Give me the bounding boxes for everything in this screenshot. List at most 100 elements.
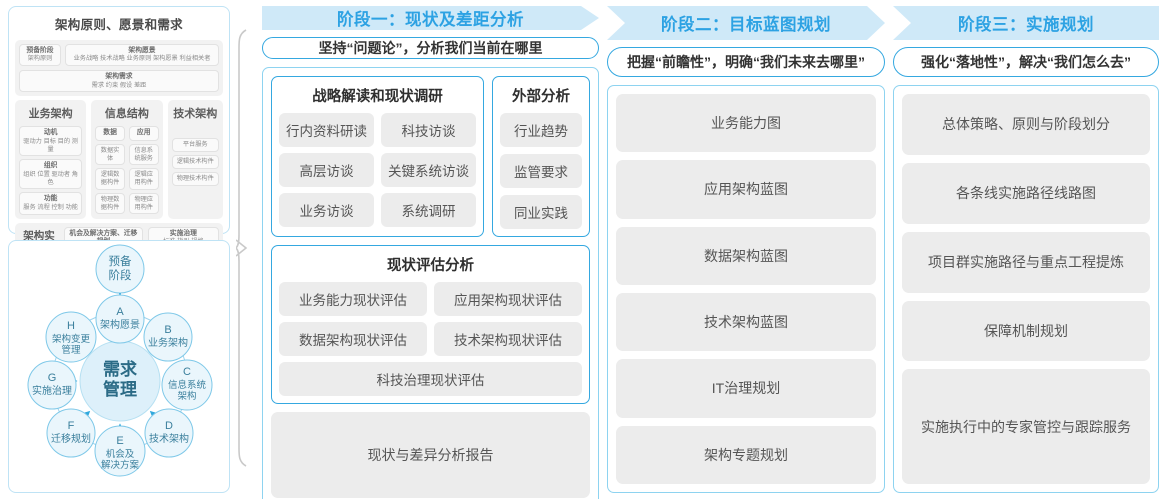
assessment-row-0: 业务能力现状评估 应用架构现状评估 — [279, 282, 582, 316]
strategy-row-2: 业务访谈 系统调研 — [279, 193, 476, 227]
svg-text:架构变更: 架构变更 — [52, 333, 91, 345]
adm-cycle-svg: 需求 管理 预备 阶段 — [27, 244, 213, 477]
phase-2-item-4[interactable]: IT治理规划 — [616, 359, 876, 418]
svg-text:A: A — [116, 306, 124, 318]
phase-2-item-0[interactable]: 业务能力图 — [616, 94, 876, 153]
chip-strategy-1-1[interactable]: 关键系统访谈 — [381, 153, 476, 187]
phase-3-item-1[interactable]: 各条线实施路径线路图 — [902, 162, 1150, 224]
information-col-data: 数据 数据实体 逻辑数据构件 物理数据构件 — [95, 126, 125, 215]
external-rows: 行业趋势 监管要求 同业实践 — [500, 113, 582, 229]
phase-3-item-3[interactable]: 保障机制规划 — [902, 300, 1150, 362]
phase-3: 阶段三：实施规划 强化“落地性”，解决“我们怎么去” 总体策略、原则与阶段划分 … — [893, 6, 1159, 493]
tech-item-2: 物理技术构件 — [171, 171, 219, 186]
togaf-pillars: 业务架构 动机 驱动力 目标 目的 测量 组织 组织 位置 驱动者 角色 功能 … — [15, 100, 223, 219]
chip-strategy-1-0[interactable]: 高层访谈 — [279, 153, 374, 187]
phase-2-item-2[interactable]: 数据架构蓝图 — [616, 226, 876, 285]
chip-strategy-0-1[interactable]: 科技访谈 — [381, 113, 476, 147]
chip-assessment-2-0[interactable]: 科技治理现状评估 — [279, 362, 582, 396]
phase-2-banner-label: 阶段二：目标蓝图规划 — [661, 16, 831, 34]
phase-3-stack: 总体策略、原则与阶段划分 各条线实施路径线路图 项目群实施路径与重点工程提炼 保… — [902, 94, 1150, 485]
chip-external-2[interactable]: 同业实践 — [500, 195, 582, 229]
phase-2-item-3[interactable]: 技术架构蓝图 — [616, 292, 876, 352]
phase-2-subtitle: 把握“前瞻性”，明确“我们未来去哪里” — [607, 47, 885, 77]
application-item-1: 逻辑应用构件 — [128, 168, 159, 190]
data-heading: 数据 — [103, 129, 117, 137]
chip-assessment-1-0[interactable]: 数据架构现状评估 — [279, 322, 427, 356]
svg-text:迁移规划: 迁移规划 — [51, 432, 91, 445]
tech-item-1: 逻辑技术构件 — [171, 155, 219, 169]
svg-text:预备: 预备 — [109, 254, 132, 268]
information-subcolumns: 数据 数据实体 逻辑数据构件 物理数据构件 应用 信息系统服务 逻辑应用构件 — [95, 126, 159, 215]
chip-strategy-2-1[interactable]: 系统调研 — [381, 193, 476, 227]
application-heading-box: 应用 — [128, 126, 159, 141]
chip-assessment-1-1[interactable]: 技术架构现状评估 — [434, 322, 582, 356]
phase-3-item-0[interactable]: 总体策略、原则与阶段划分 — [902, 94, 1150, 155]
group-assessment-title: 现状评估分析 — [387, 258, 474, 274]
adm-node-a — [95, 294, 145, 344]
svg-text:E: E — [116, 435, 123, 447]
adm-node-d — [144, 408, 194, 458]
phase-1-report-chip[interactable]: 现状与差异分析报告 — [271, 412, 590, 498]
phase-1-body: 战略解读和现状调研 行内资料研读 科技访谈 高层访谈 关键系统访谈 业务访谈 系… — [262, 67, 599, 499]
chip-strategy-2-0[interactable]: 业务访谈 — [279, 193, 374, 227]
svg-text:解决方案: 解决方案 — [101, 459, 140, 471]
phase-1-top-split: 战略解读和现状调研 行内资料研读 科技访谈 高层访谈 关键系统访谈 业务访谈 系… — [271, 76, 590, 237]
group-external-title: 外部分析 — [512, 89, 570, 105]
organization-heading: 组织 — [43, 162, 58, 170]
data-item-1: 逻辑数据构件 — [95, 168, 125, 190]
svg-text:实施治理: 实施治理 — [32, 384, 72, 397]
adm-cycle-card: 需求 管理 预备 阶段 — [8, 240, 230, 493]
pillar-technology-architecture: 技术架构 平台服务 逻辑技术构件 物理技术构件 — [167, 100, 223, 219]
chip-assessment-0-0[interactable]: 业务能力现状评估 — [279, 282, 427, 316]
pillar-information-heading: 信息结构 — [104, 108, 149, 121]
strategy-row-0: 行内资料研读 科技访谈 — [279, 113, 476, 147]
architecture-vision-box: 架构愿景 业务战略 技术战略 业务原则 架构愿景 利益相关者 — [65, 44, 219, 67]
prelim-items: 架构原则 — [27, 55, 53, 63]
svg-text:G: G — [48, 372, 57, 384]
brace-icon — [236, 29, 248, 467]
chip-external-0[interactable]: 行业趋势 — [500, 113, 582, 147]
chip-strategy-0-0[interactable]: 行内资料研读 — [279, 113, 374, 147]
phase-2-body: 业务能力图 应用架构蓝图 数据架构蓝图 技术架构蓝图 IT治理规划 架构专题规划 — [607, 85, 885, 493]
left-panel: 架构原则、愿景和需求 预备阶段 架构原则 架构愿景 业务战略 技术战略 业务原则… — [0, 0, 236, 499]
group-strategy-title: 战略解读和现状调研 — [312, 89, 443, 105]
phase-3-item-2[interactable]: 项目群实施路径与重点工程提炼 — [902, 231, 1150, 293]
business-block-organization: 组织 组织 位置 驱动者 角色 — [19, 159, 83, 190]
group-external-analysis: 外部分析 行业趋势 监管要求 同业实践 — [492, 76, 590, 237]
pillar-business-architecture: 业务架构 动机 驱动力 目标 目的 测量 组织 组织 位置 驱动者 角色 功能 … — [15, 100, 87, 219]
phase-3-banner-label: 阶段三：实施规划 — [958, 16, 1094, 34]
svg-text:业务架构: 业务架构 — [148, 336, 188, 349]
vision-heading: 架构愿景 — [128, 47, 156, 54]
function-heading: 功能 — [43, 195, 58, 203]
phases-container: 阶段一：现状及差距分析 坚持“问题论”，分析我们当前在哪里 战略解读和现状调研 … — [262, 0, 1167, 499]
brace-connector — [236, 0, 262, 499]
adm-node-f — [46, 408, 96, 458]
adm-center-line-2: 管理 — [103, 379, 137, 399]
requirements-band: 预备阶段 架构原则 架构愿景 业务战略 技术战略 业务原则 架构愿景 利益相关者… — [15, 40, 223, 97]
adm-node-preliminary — [95, 244, 145, 294]
svg-text:技术架构: 技术架构 — [149, 432, 189, 445]
phase-2-item-5[interactable]: 架构专题规划 — [616, 425, 876, 484]
motivation-items: 驱动力 目标 目的 测量 — [23, 137, 78, 153]
chip-assessment-0-1[interactable]: 应用架构现状评估 — [434, 282, 582, 316]
application-item-0: 信息系统服务 — [128, 143, 159, 166]
togaf-title: 架构原则、愿景和需求 — [54, 18, 183, 32]
assessment-row-1: 数据架构现状评估 技术架构现状评估 — [279, 322, 582, 356]
phase-1: 阶段一：现状及差距分析 坚持“问题论”，分析我们当前在哪里 战略解读和现状调研 … — [262, 6, 599, 499]
phase-3-item-4[interactable]: 实施执行中的专家管控与跟踪服务 — [902, 369, 1150, 485]
vision-items: 业务战略 技术战略 业务原则 架构愿景 利益相关者 — [73, 55, 211, 63]
organization-items: 组织 位置 驱动者 角色 — [23, 170, 78, 186]
pillar-business-heading: 业务架构 — [28, 108, 73, 121]
business-block-function: 功能 服务 流程 控制 功能 — [19, 192, 83, 215]
requirements-row-2: 架构需求 需求 约束 假设 差距 — [19, 70, 219, 93]
phase-3-body: 总体策略、原则与阶段划分 各条线实施路径线路图 项目群实施路径与重点工程提炼 保… — [893, 85, 1159, 493]
chip-external-1[interactable]: 监管要求 — [500, 154, 582, 188]
phase-1-banner: 阶段一：现状及差距分析 — [262, 6, 599, 30]
function-items: 服务 流程 控制 功能 — [23, 203, 78, 211]
phase-2-item-1[interactable]: 应用架构蓝图 — [616, 160, 876, 219]
svg-text:C: C — [183, 366, 191, 378]
svg-text:架构愿景: 架构愿景 — [100, 318, 140, 331]
requirements-heading: 架构需求 — [105, 73, 133, 81]
adm-node-g — [27, 360, 77, 410]
